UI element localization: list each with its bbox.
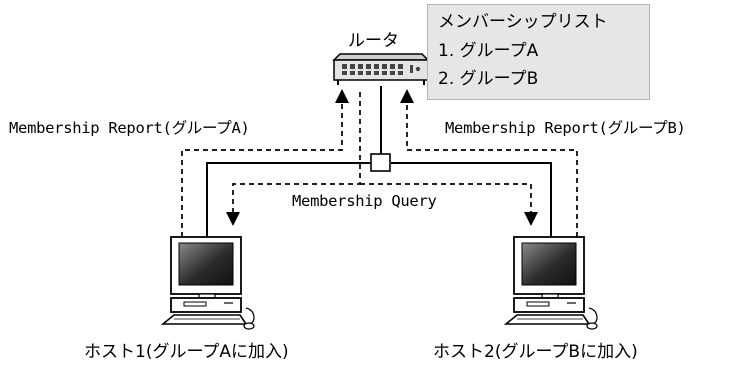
router-icon (332, 53, 430, 85)
host1-computer-icon (160, 236, 255, 330)
membership-list-item: 2. グループB (438, 69, 539, 89)
report-b-label: Membership Report(グループB) (445, 119, 686, 137)
hub-icon (370, 153, 391, 172)
arrow-heads (226, 89, 538, 226)
host1-label: ホスト1(グループAに加入) (84, 342, 289, 362)
query-label: Membership Query (292, 192, 437, 210)
host2-computer-icon (503, 236, 598, 330)
membership-list-title: メンバーシップリスト (438, 12, 608, 32)
network-cables (206, 86, 552, 237)
report-a-label: Membership Report(グループA) (9, 119, 250, 137)
membership-list-item: 1. グループA (438, 41, 539, 61)
message-paths (181, 92, 578, 237)
host2-label: ホスト2(グループBに加入) (433, 342, 638, 362)
router-label: ルータ (348, 31, 399, 51)
membership-list-box: メンバーシップリスト 1. グループA 2. グループB (427, 4, 650, 100)
